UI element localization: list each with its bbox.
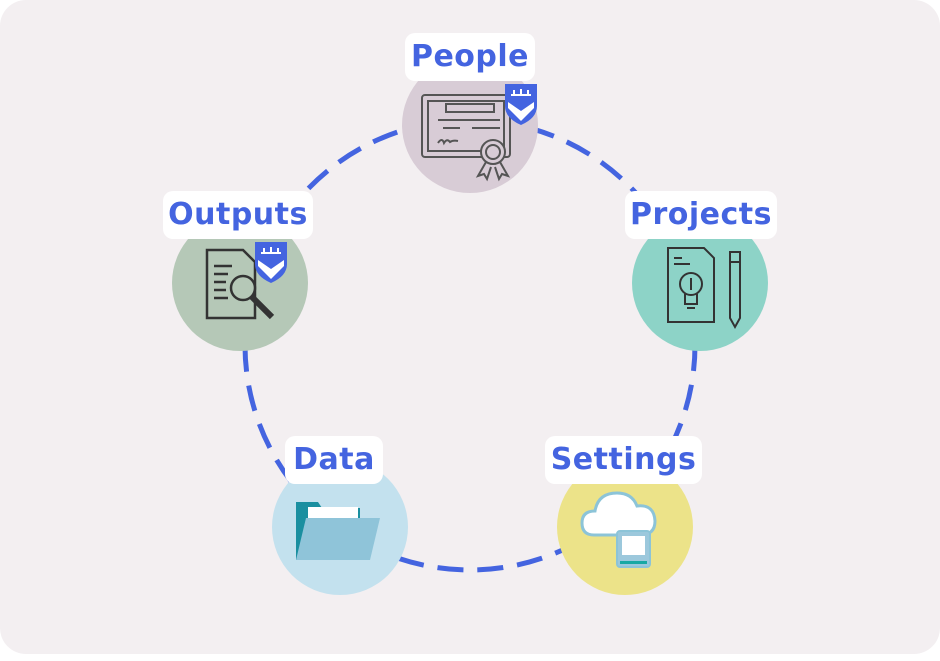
node-outputs[interactable] (172, 215, 308, 351)
node-label-settings: Settings (545, 436, 702, 484)
folder-icon (296, 502, 380, 560)
node-label-projects: Projects (625, 191, 777, 239)
cloud-computer-icon (580, 491, 657, 568)
node-label-outputs: Outputs (163, 191, 313, 239)
node-label-data: Data (285, 436, 383, 484)
document-search-icon (205, 248, 275, 320)
node-people[interactable] (402, 57, 538, 193)
crest-icon (255, 242, 287, 283)
certificate-icon (421, 94, 511, 182)
node-projects[interactable] (632, 215, 768, 351)
crest-icon (505, 84, 537, 125)
node-label-people: People (405, 33, 535, 81)
node-settings[interactable] (557, 459, 693, 595)
node-data[interactable] (272, 459, 408, 595)
lightbulb-document-icon (667, 247, 741, 330)
